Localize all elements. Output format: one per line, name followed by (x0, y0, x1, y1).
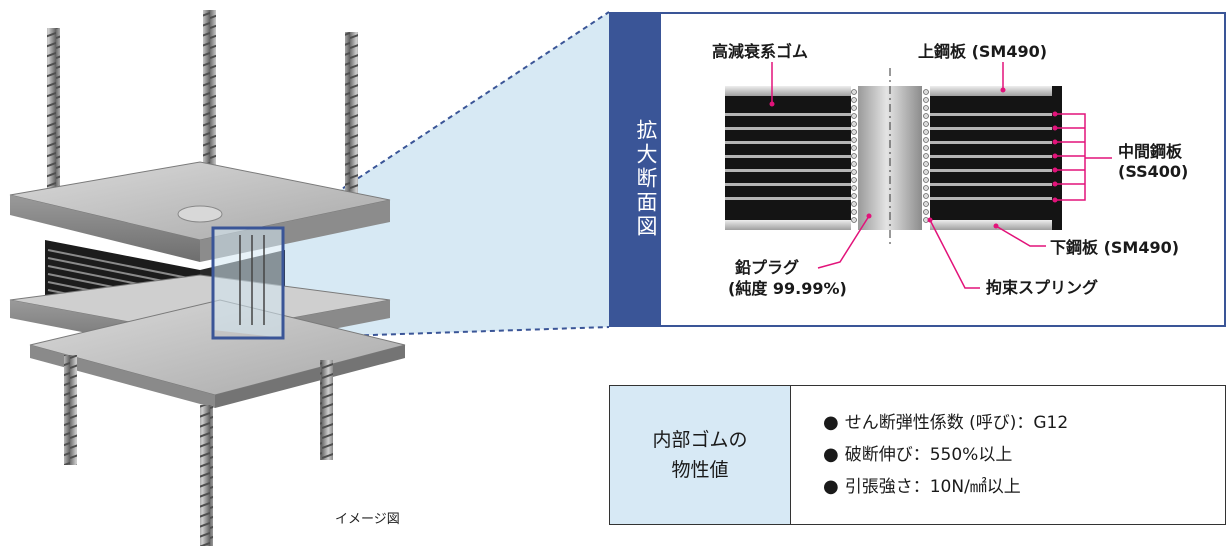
property-text: 破断伸び：550%以上 (844, 445, 1013, 465)
label-lead-plug: 鉛プラグ (735, 258, 800, 277)
label-mid-plate: 中間鋼板 (1118, 142, 1183, 161)
property-table-body: ●せん断弾性係数 (呼び)：G12 ●破断伸び：550%以上 ●引張強さ：10N… (791, 386, 1225, 524)
leader-lines (771, 62, 1112, 289)
bullet-icon: ● (823, 412, 839, 433)
rebar (200, 405, 213, 546)
property-table: 内部ゴムの 物性値 ●せん断弾性係数 (呼び)：G12 ●破断伸び：550%以上… (609, 385, 1226, 525)
spring-coils (851, 89, 929, 223)
label-lead-plug-purity: (純度 99.99%) (728, 279, 847, 298)
rebar (64, 355, 77, 465)
laminate-right (930, 86, 1062, 230)
rebar (320, 360, 333, 460)
label-bottom-plate: 下鋼板 (SM490) (1050, 238, 1180, 257)
property-row: ●破断伸び：550%以上 (823, 439, 1225, 471)
property-row: ●せん断弾性係数 (呼び)：G12 (823, 407, 1225, 439)
rebar (345, 32, 358, 197)
property-header-line1: 内部ゴムの (652, 429, 748, 451)
laminate-left (725, 86, 851, 230)
zoom-window (211, 226, 285, 340)
zoom-projection (283, 12, 609, 338)
property-header-line2: 物性値 (671, 459, 729, 481)
property-table-header: 内部ゴムの 物性値 (610, 386, 791, 524)
bullet-icon: ● (823, 476, 839, 497)
bullet-icon: ● (823, 444, 839, 465)
image-caption: イメージ図 (335, 512, 400, 527)
label-mid-plate-grade: (SS400) (1118, 162, 1189, 181)
property-row: ●引張強さ：10N/㎟以上 (823, 471, 1225, 503)
zoom-title: 拡大断面図 (634, 119, 658, 239)
rebar (203, 10, 216, 185)
property-text: せん断弾性係数 (呼び)：G12 (844, 413, 1069, 433)
label-rubber: 高減衰系ゴム (712, 42, 809, 61)
label-spring: 拘束スプリング (986, 278, 1099, 297)
property-text: 引張強さ：10N/㎟以上 (844, 477, 1021, 497)
zoom-label-bar (609, 12, 661, 327)
label-top-plate: 上鋼板 (SM490) (918, 42, 1048, 61)
rebar (47, 28, 60, 198)
